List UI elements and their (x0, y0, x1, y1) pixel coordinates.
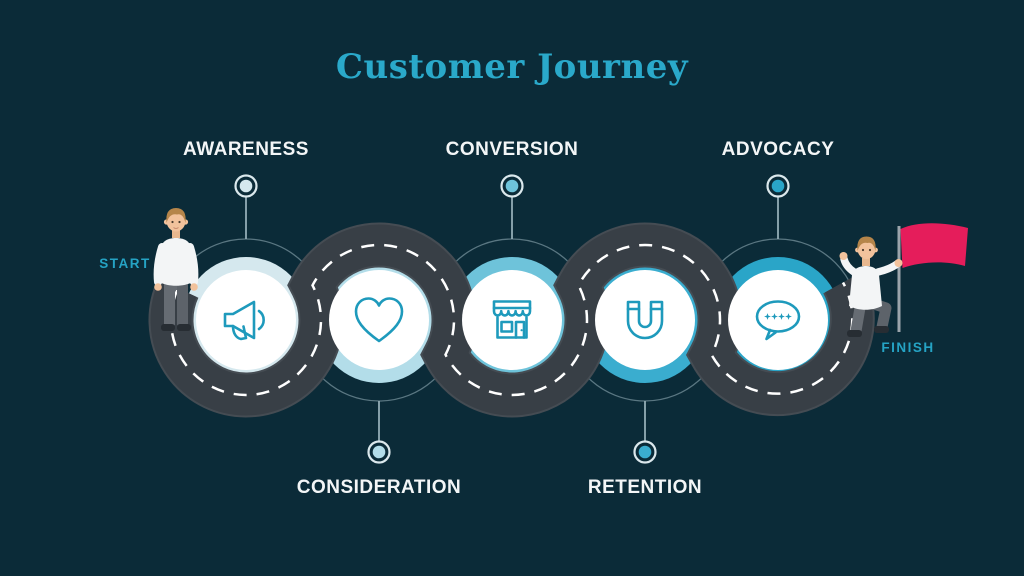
stage-inner-circles (196, 270, 828, 370)
conversion-dot (505, 179, 519, 193)
advocacy-dot (771, 179, 785, 193)
connector-dots (234, 174, 790, 464)
dot-ring (766, 174, 790, 198)
stage-label-conversion: CONVERSION (445, 139, 579, 160)
dot-ring (367, 440, 391, 464)
start-person (153, 208, 199, 331)
inner-circle (462, 270, 562, 370)
flag-pole (897, 226, 901, 332)
stage-connectors (234, 174, 790, 464)
stage-label-advocacy: ADVOCACY (721, 139, 835, 160)
review-bubble-icon (755, 300, 801, 341)
inner-circle (329, 270, 429, 370)
stage-label-awareness: AWARENESS (183, 139, 309, 160)
stage-label-retention: RETENTION (587, 477, 703, 498)
magnet-icon (626, 300, 664, 340)
rating-stars (764, 313, 792, 320)
page-title: Customer Journey (335, 47, 689, 87)
dot-ring (633, 440, 657, 464)
stage-label-consideration: CONSIDERATION (296, 477, 462, 498)
megaphone-icon (223, 300, 265, 341)
dot-ring (500, 174, 524, 198)
inner-circle (196, 270, 296, 370)
finish-flag (900, 223, 968, 268)
connector-lines (245, 196, 779, 442)
inner-circle (595, 270, 695, 370)
awareness-dot (239, 179, 253, 193)
stage-icons (223, 297, 801, 343)
start-label: START (99, 256, 151, 271)
dot-ring (234, 174, 258, 198)
inner-circle (728, 270, 828, 370)
road (148, 222, 875, 418)
retention-dot (638, 445, 652, 459)
road-center-line (169, 243, 854, 397)
heart-icon (354, 297, 404, 343)
finish-person (839, 223, 968, 337)
storefront-icon (492, 300, 532, 339)
finish-label: FINISH (881, 340, 935, 355)
consideration-dot (372, 445, 386, 459)
